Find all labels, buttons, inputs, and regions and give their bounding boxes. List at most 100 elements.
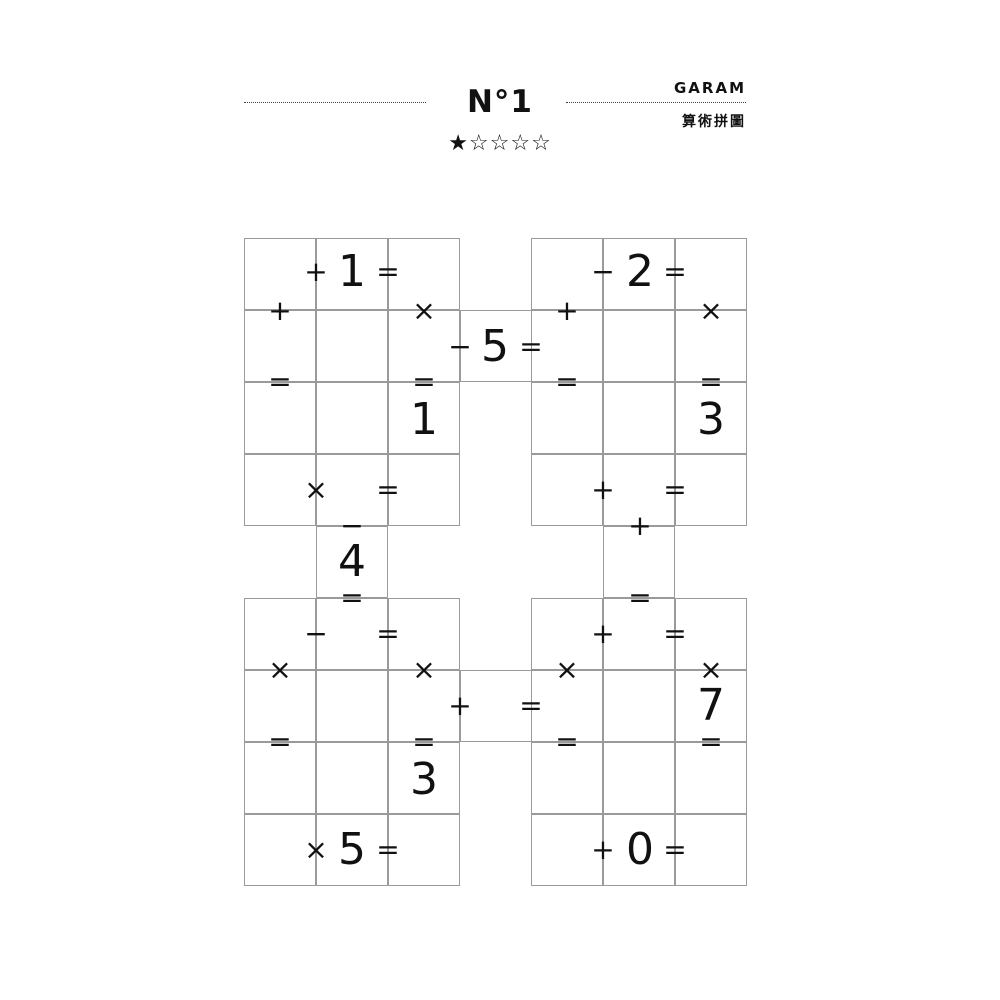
puzzle-cell[interactable]	[675, 670, 747, 742]
plus-operator: +	[268, 294, 292, 327]
times-operator: ×	[268, 653, 292, 686]
equals-sign: =	[699, 725, 723, 758]
plus-operator: +	[591, 833, 615, 866]
difficulty-stars: ★☆☆☆☆	[448, 131, 552, 156]
given-number: 5	[338, 824, 366, 875]
minus-operator: −	[304, 617, 328, 650]
plus-operator: +	[591, 617, 615, 650]
puzzle-cell[interactable]	[316, 454, 388, 526]
puzzle-title: N°1	[466, 84, 533, 120]
puzzle-cell[interactable]	[603, 670, 675, 742]
puzzle-cell[interactable]	[603, 454, 675, 526]
puzzle-cell[interactable]	[675, 454, 747, 526]
puzzle-cell[interactable]	[316, 310, 388, 382]
minus-operator: −	[340, 509, 364, 542]
given-number: 0	[626, 824, 654, 875]
puzzle-cell[interactable]	[675, 310, 747, 382]
puzzle-cell[interactable]	[675, 742, 747, 814]
puzzle-cell[interactable]	[460, 310, 532, 382]
equals-sign: =	[663, 833, 687, 866]
puzzle-cell[interactable]	[316, 526, 388, 598]
puzzle-cell[interactable]	[603, 814, 675, 886]
plus-operator: +	[555, 294, 579, 327]
plus-operator: +	[591, 473, 615, 506]
header-rule-right	[566, 102, 746, 103]
equals-sign: =	[268, 725, 292, 758]
puzzle-cell[interactable]	[531, 598, 603, 670]
puzzle-cell[interactable]	[316, 238, 388, 310]
puzzle-cell[interactable]	[244, 742, 316, 814]
equals-sign: =	[663, 255, 687, 288]
puzzle-cell[interactable]	[531, 742, 603, 814]
puzzle-cell[interactable]	[388, 310, 460, 382]
equals-sign: =	[699, 365, 723, 398]
puzzle-cell[interactable]	[388, 454, 460, 526]
plus-operator: +	[304, 255, 328, 288]
times-operator: ×	[412, 653, 436, 686]
equals-sign: =	[376, 617, 400, 650]
times-operator: ×	[555, 653, 579, 686]
times-operator: ×	[699, 294, 723, 327]
puzzle-cell[interactable]	[388, 598, 460, 670]
minus-operator: −	[448, 330, 472, 363]
plus-operator: +	[448, 689, 472, 722]
puzzle-cell[interactable]	[675, 382, 747, 454]
puzzle-cell[interactable]	[244, 310, 316, 382]
times-operator: ×	[304, 473, 328, 506]
puzzle-cell[interactable]	[603, 382, 675, 454]
puzzle-cell[interactable]	[603, 310, 675, 382]
puzzle-cell[interactable]	[388, 670, 460, 742]
puzzle-cell[interactable]	[603, 238, 675, 310]
puzzle-cell[interactable]	[244, 814, 316, 886]
puzzle-cell[interactable]	[244, 454, 316, 526]
puzzle-cell[interactable]	[244, 238, 316, 310]
equals-sign: =	[555, 725, 579, 758]
equals-sign: =	[519, 330, 543, 363]
puzzle-cell[interactable]	[531, 238, 603, 310]
equals-sign: =	[376, 833, 400, 866]
equals-sign: =	[628, 581, 652, 614]
given-number: 5	[481, 321, 509, 372]
puzzle-cell[interactable]	[316, 670, 388, 742]
given-number: 7	[697, 680, 725, 731]
puzzle-cell[interactable]	[388, 238, 460, 310]
given-number: 3	[410, 754, 438, 805]
puzzle-cell[interactable]	[675, 598, 747, 670]
equals-sign: =	[376, 255, 400, 288]
puzzle-cell[interactable]	[460, 670, 532, 742]
given-number: 2	[626, 246, 654, 297]
given-number: 3	[697, 394, 725, 445]
puzzle-cell[interactable]	[675, 238, 747, 310]
header-rule-left	[244, 102, 426, 103]
puzzle-cell[interactable]	[603, 526, 675, 598]
plus-operator: +	[628, 509, 652, 542]
puzzle-cell[interactable]	[531, 454, 603, 526]
times-operator: ×	[699, 653, 723, 686]
puzzle-cell[interactable]	[244, 598, 316, 670]
puzzle-cell[interactable]	[531, 814, 603, 886]
puzzle-cell[interactable]	[603, 742, 675, 814]
equals-sign: =	[663, 473, 687, 506]
times-operator: ×	[412, 294, 436, 327]
puzzle-cell[interactable]	[531, 382, 603, 454]
puzzle-cell[interactable]	[388, 742, 460, 814]
puzzle-cell[interactable]	[316, 742, 388, 814]
puzzle-cell[interactable]	[244, 670, 316, 742]
equals-sign: =	[412, 365, 436, 398]
given-number: 4	[338, 536, 366, 587]
equals-sign: =	[376, 473, 400, 506]
equals-sign: =	[412, 725, 436, 758]
puzzle-cell[interactable]	[316, 814, 388, 886]
puzzle-cell[interactable]	[316, 598, 388, 670]
puzzle-cell[interactable]	[244, 382, 316, 454]
puzzle-cell[interactable]	[388, 814, 460, 886]
brand-label: GARAM	[673, 79, 746, 97]
puzzle-cell[interactable]	[316, 382, 388, 454]
puzzle-cell[interactable]	[603, 598, 675, 670]
times-operator: ×	[304, 833, 328, 866]
minus-operator: −	[591, 255, 615, 288]
equals-sign: =	[519, 689, 543, 722]
equals-sign: =	[663, 617, 687, 650]
puzzle-cell[interactable]	[675, 814, 747, 886]
puzzle-cell[interactable]	[388, 382, 460, 454]
